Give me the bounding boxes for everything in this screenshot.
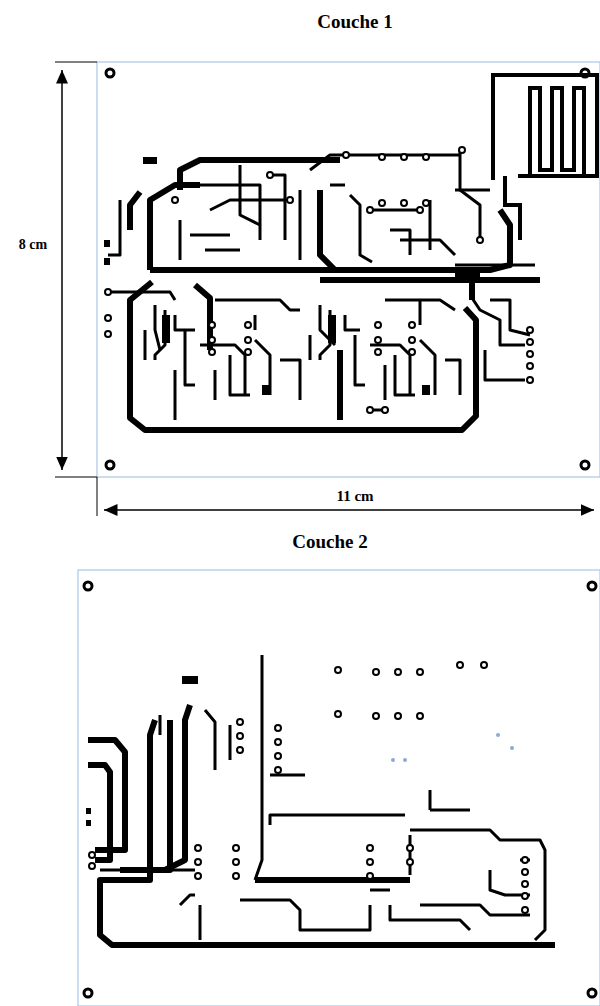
dimension-label: 8 cm (16, 237, 50, 253)
board-layer-1 (55, 62, 600, 516)
layer-title: Couche 2 (289, 531, 370, 553)
dimension-label: 11 cm (333, 488, 376, 505)
board-layer-2 (78, 570, 600, 1006)
layer-title: Couche 1 (314, 11, 395, 33)
